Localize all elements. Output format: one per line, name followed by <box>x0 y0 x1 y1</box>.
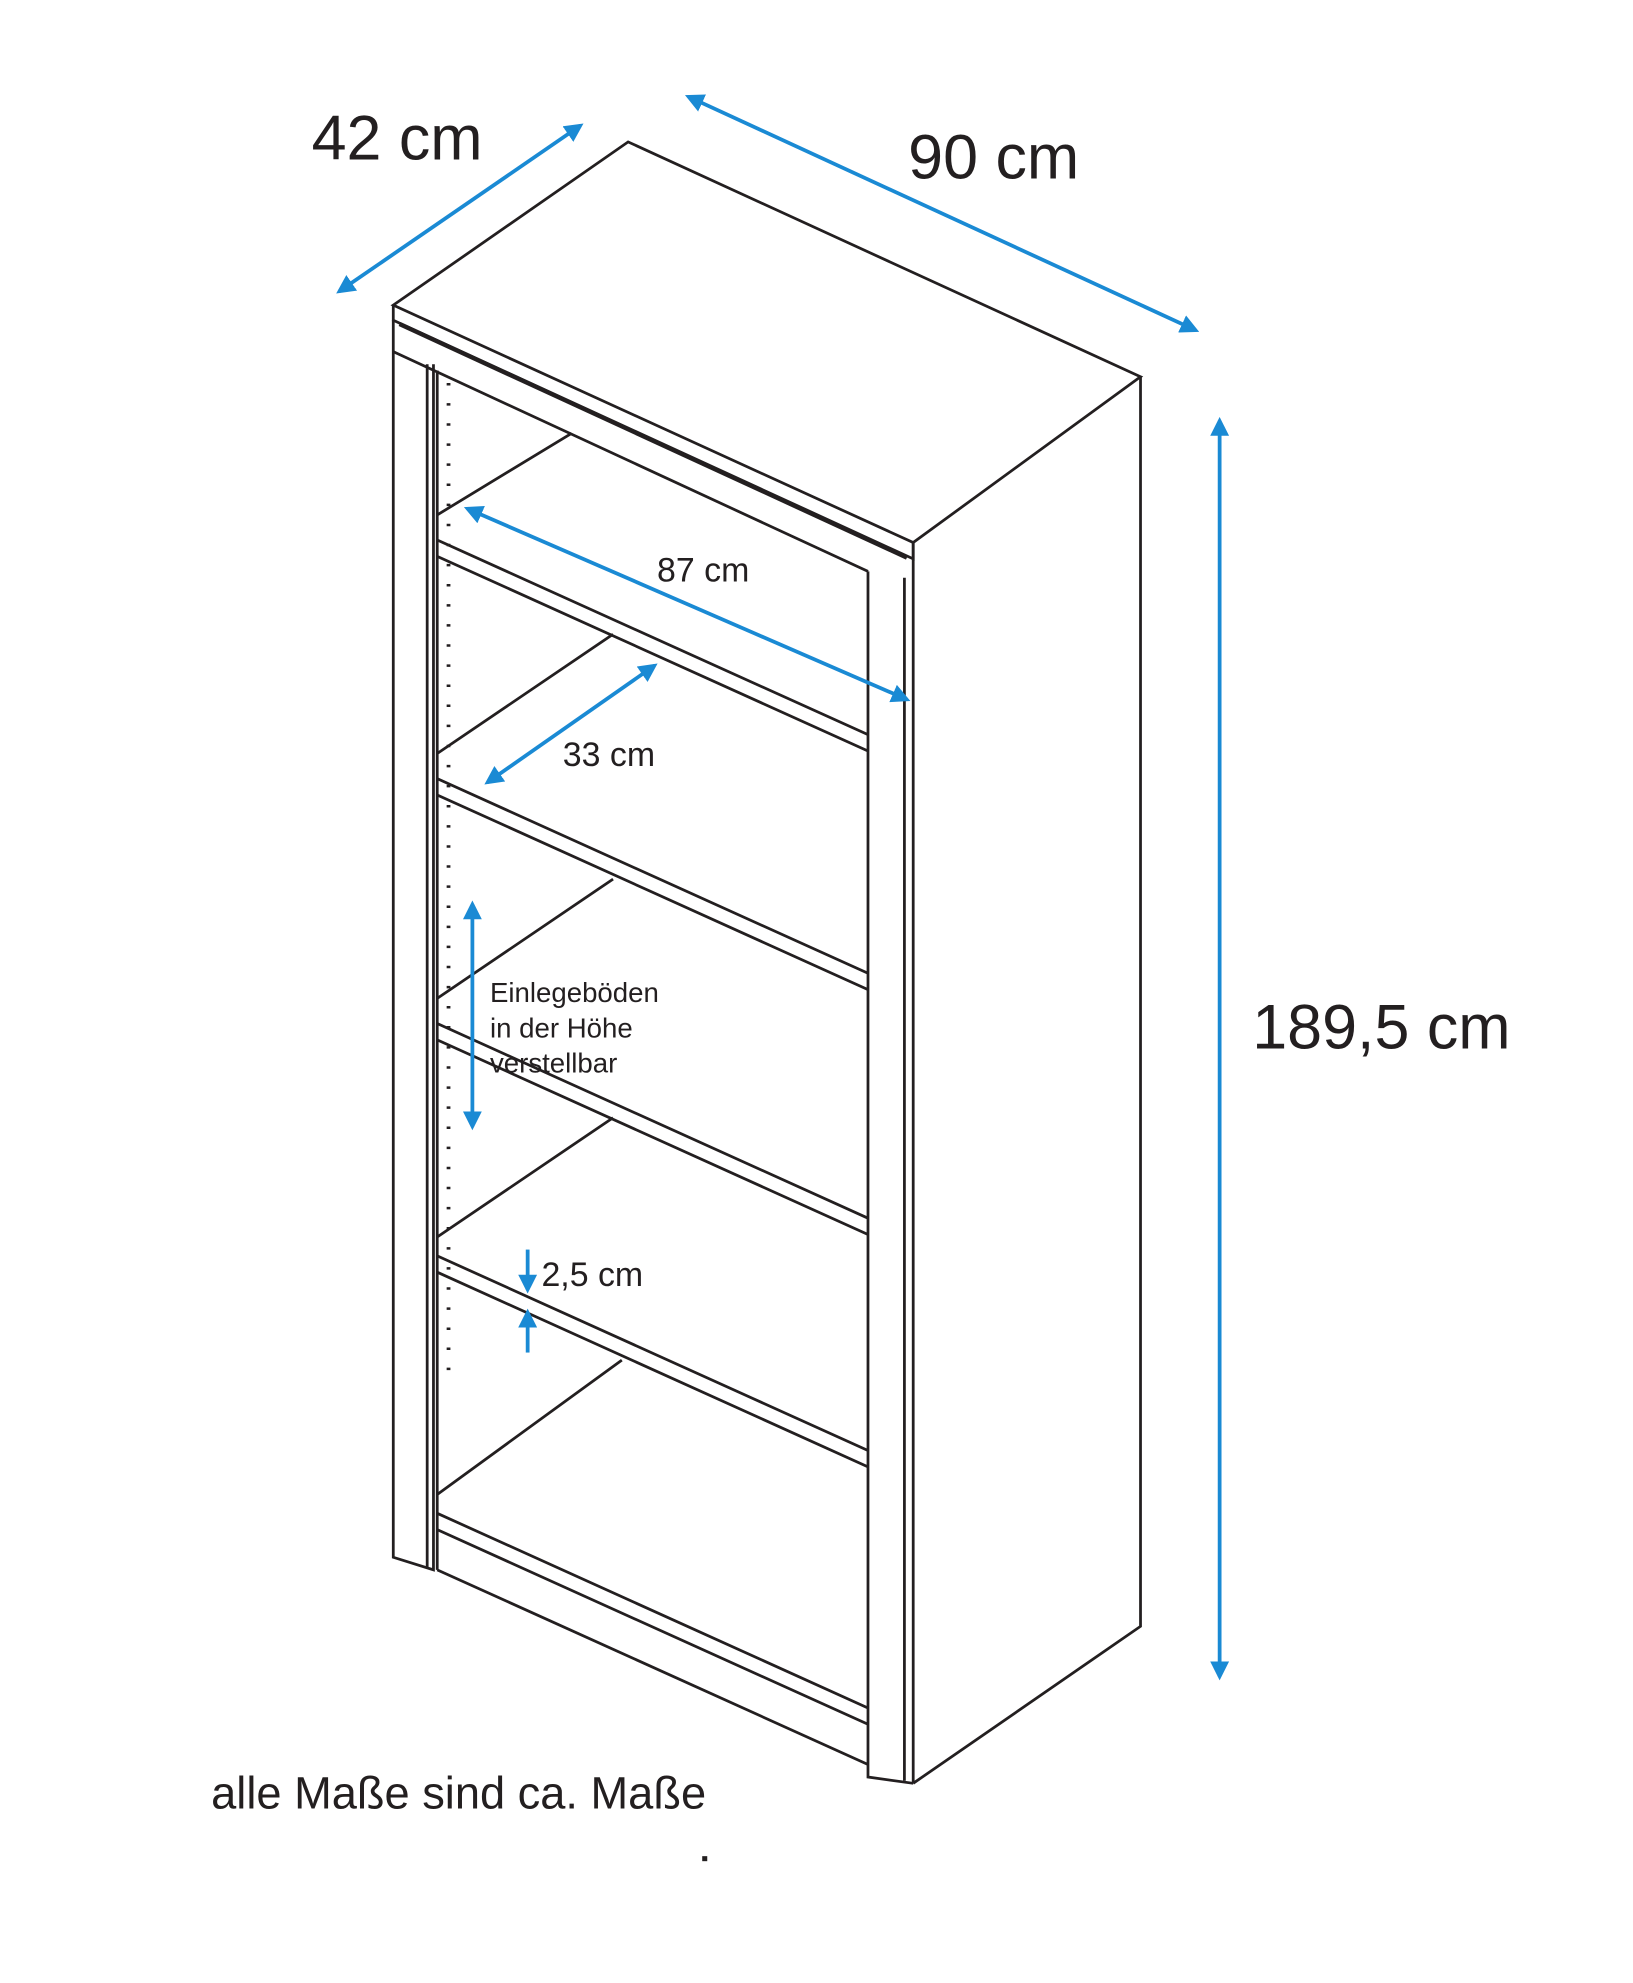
shelf-depth-arrow <box>484 663 658 785</box>
bottom-shelf <box>436 1358 869 1766</box>
inner-width-arrow <box>463 505 911 703</box>
shelf-thickness-label: 2,5 cm <box>541 1256 643 1294</box>
shelf <box>436 633 869 991</box>
cabinet-drawing <box>390 140 1144 1785</box>
inner-width-label: 87 cm <box>657 551 749 589</box>
dimension-arrows <box>336 94 1230 1681</box>
footer-note: alle Maße sind ca. Maße <box>211 1767 706 1818</box>
dot-mark <box>702 1856 708 1862</box>
depth-label: 42 cm <box>312 103 483 173</box>
adjustable-note-line2: in der Höhe <box>490 1012 633 1043</box>
width-arrow <box>684 94 1200 333</box>
adjustable-note-line3: verstellbar <box>490 1048 617 1079</box>
width-label: 90 cm <box>908 122 1079 192</box>
depth-arrow <box>336 123 584 294</box>
height-label: 189,5 cm <box>1252 993 1510 1063</box>
shelf <box>436 1116 869 1469</box>
shelf-depth-label: 33 cm <box>563 736 655 774</box>
shelf <box>436 432 869 753</box>
adjustable-note-line1: Einlegeböden <box>490 977 659 1008</box>
